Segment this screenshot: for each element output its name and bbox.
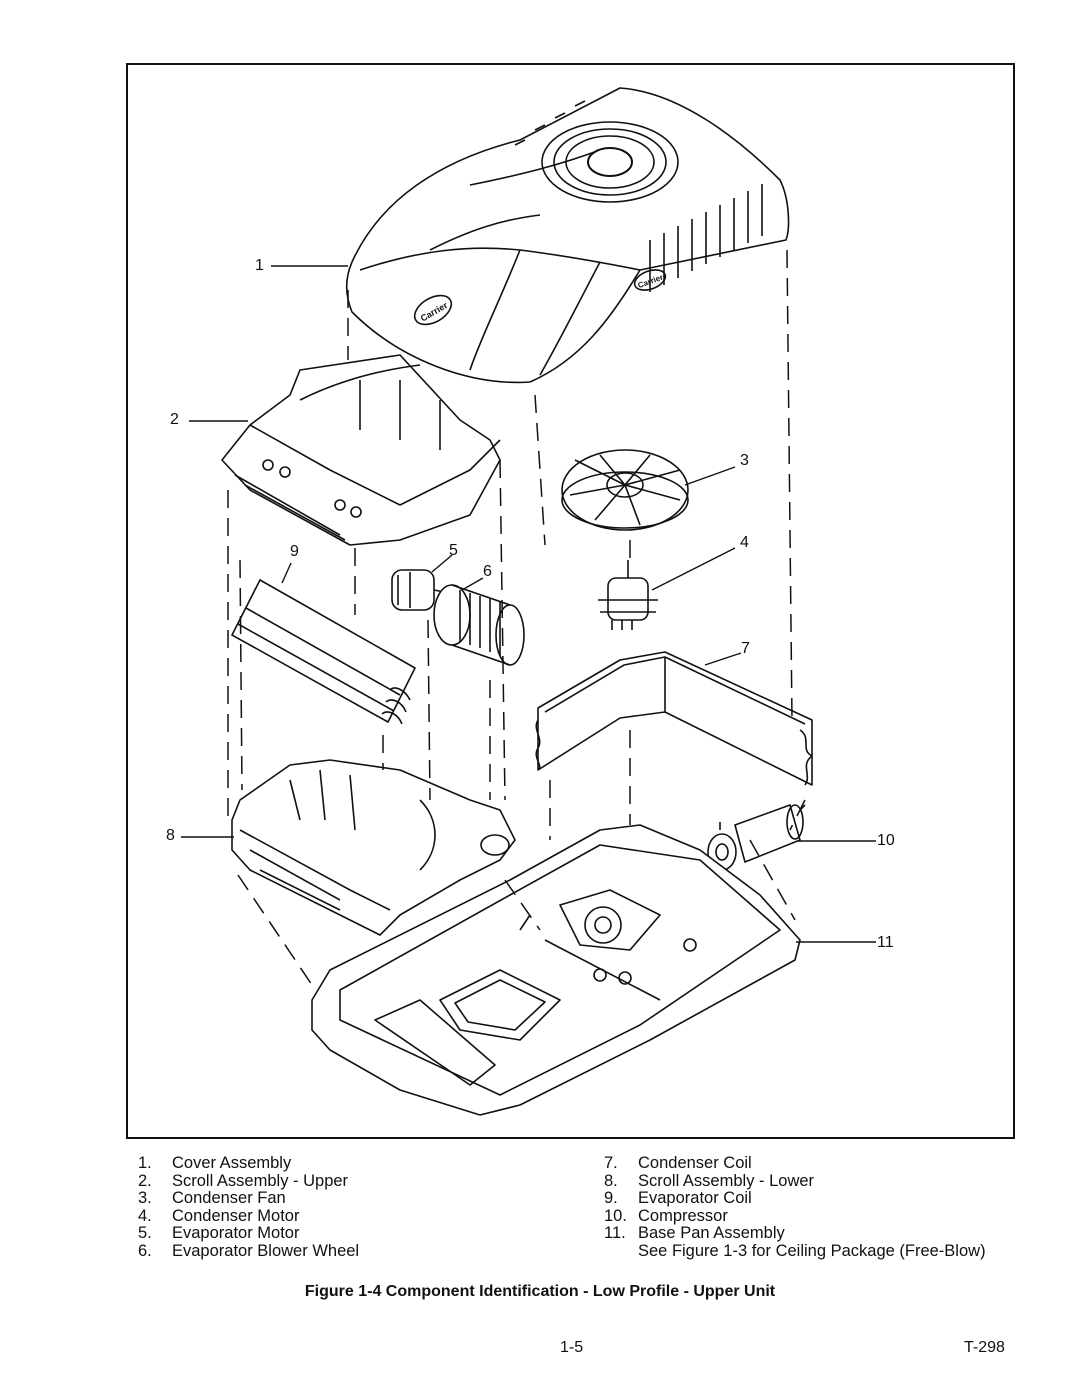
legend-item-number: 2.	[138, 1171, 152, 1190]
callout-10: 10	[877, 832, 895, 849]
base-pan-assembly-illustration	[311, 824, 801, 1116]
legend-item-label: Base Pan Assembly	[638, 1224, 785, 1242]
callout-5: 5	[449, 542, 458, 559]
legend-item: 10. Compressor	[604, 1206, 986, 1226]
legend-item-number: 4.	[138, 1206, 152, 1225]
callout-2: 2	[170, 411, 179, 428]
legend-item-label: Evaporator Motor	[172, 1224, 300, 1242]
condenser-coil-illustration	[535, 651, 813, 786]
legend-item-number: 10.	[604, 1206, 627, 1225]
legend-note: See Figure 1-3 for Ceiling Package (Free…	[604, 1241, 986, 1261]
legend-item-number	[604, 1243, 638, 1261]
legend-item-number: 9.	[604, 1189, 618, 1207]
callout-3: 3	[740, 452, 749, 469]
legend-item: 5. Evaporator Motor	[138, 1224, 359, 1243]
legend-item: 8. Scroll Assembly - Lower	[604, 1171, 986, 1191]
legend-note-label: See Figure 1-3 for Ceiling Package (Free…	[638, 1241, 986, 1260]
legend-item: 6. Evaporator Blower Wheel	[138, 1241, 360, 1261]
figure-caption: Figure 1-4 Component Identification - Lo…	[304, 1283, 776, 1300]
legend-item-label: Condenser Motor	[172, 1206, 300, 1225]
alignment-lines	[227, 249, 806, 986]
figure-frame	[126, 63, 1015, 1139]
compressor-illustration	[707, 804, 806, 871]
legend-item-label: Condenser Coil	[638, 1154, 752, 1172]
legend-item-number: 7.	[604, 1154, 618, 1172]
callout-1: 1	[255, 257, 264, 274]
legend-item: 1. Cover Assembly	[138, 1154, 359, 1173]
legend-item: 11. Base Pan Assembly	[604, 1224, 986, 1243]
evaporator-coil-illustration	[231, 579, 416, 725]
legend-item: 7. Condenser Coil	[604, 1154, 986, 1173]
legend-item-number: 1.	[138, 1154, 152, 1172]
legend-item: 3. Condenser Fan	[138, 1189, 359, 1208]
legend-item-number: 8.	[604, 1171, 618, 1190]
exploded-view-illustration: Carrier Carrier	[181, 87, 876, 1116]
legend-item: 9. Evaporator Coil	[604, 1189, 986, 1208]
callout-7: 7	[741, 640, 750, 657]
evaporator-blower-wheel-illustration	[433, 584, 525, 666]
lower-scroll-assembly-illustration	[231, 759, 516, 936]
document-id: T-298	[964, 1339, 1005, 1356]
legend-item-label: Scroll Assembly - Lower	[638, 1171, 815, 1190]
legend-item-label: Condenser Fan	[172, 1189, 286, 1207]
legend-left: 1. Cover Assembly 2. Scroll Assembly - Upp…	[138, 1154, 360, 1261]
upper-scroll-assembly-illustration	[221, 354, 501, 546]
legend-item-number: 6.	[138, 1241, 152, 1260]
condenser-motor-illustration	[598, 560, 658, 630]
legend-item: 4. Condenser Motor	[138, 1206, 359, 1226]
legend-item-label: Scroll Assembly - Upper	[172, 1171, 349, 1190]
legend-right: 7. Condenser Coil 8. Scroll Assembly - Low…	[604, 1154, 986, 1261]
callout-9: 9	[290, 543, 299, 560]
legend-item-number: 5.	[138, 1224, 152, 1242]
callout-4: 4	[740, 534, 749, 551]
legend-item-label: Compressor	[638, 1206, 728, 1225]
cover-assembly-illustration	[345, 87, 790, 384]
legend-item-number: 3.	[138, 1189, 152, 1207]
legend-item-number: 11.	[604, 1224, 626, 1242]
page-number: 1-5	[560, 1339, 584, 1356]
callout-11: 11	[877, 934, 894, 951]
legend-item-label: Cover Assembly	[172, 1154, 292, 1172]
condenser-fan-illustration	[561, 449, 689, 531]
legend-item-label: Evaporator Coil	[638, 1189, 752, 1207]
legend-item: 2. Scroll Assembly - Upper	[138, 1171, 359, 1191]
callout-leaders	[181, 265, 876, 943]
legend-item-label: Evaporator Blower Wheel	[172, 1241, 360, 1260]
callout-8: 8	[166, 827, 175, 844]
callout-6: 6	[483, 563, 492, 580]
